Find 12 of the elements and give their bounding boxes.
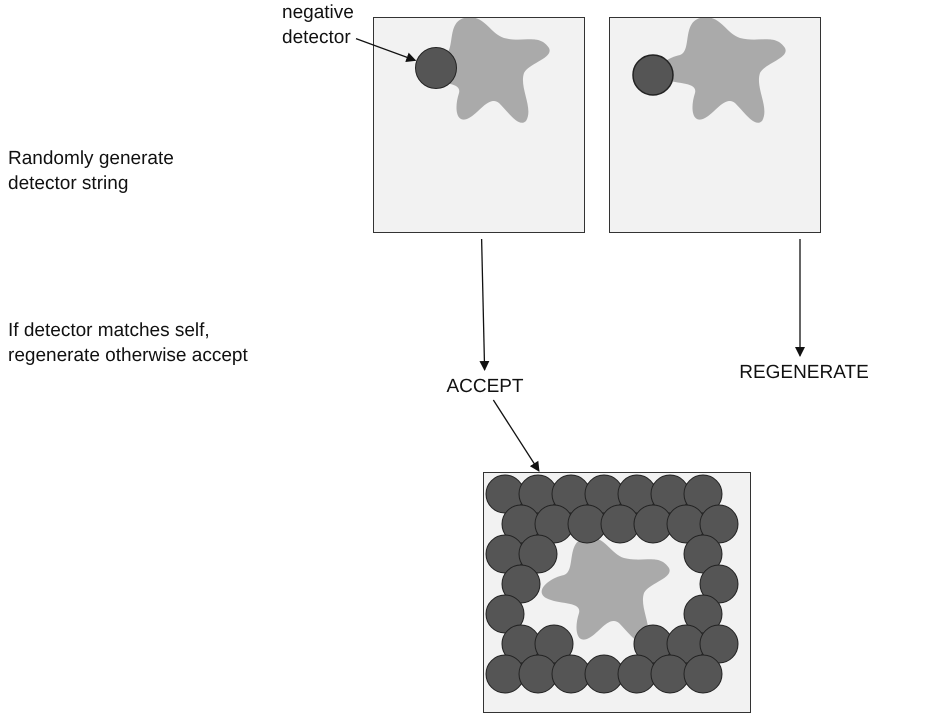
outcome-label: ACCEPT: [438, 374, 532, 400]
arrow: [492, 400, 540, 472]
detector-label: negative detector: [282, 0, 356, 50]
leader-line: [356, 38, 416, 62]
outcome-label: REGENERATE: [738, 360, 870, 386]
arrow: [795, 239, 805, 357]
image-panel: [373, 17, 585, 233]
image-panel: [609, 17, 821, 233]
arrow: [479, 238, 490, 371]
step-note: If detector matches self, regenerate otherwise accept: [8, 319, 249, 368]
step-note: Randomly generate detector string: [8, 147, 175, 196]
detector-circle: [415, 47, 457, 89]
